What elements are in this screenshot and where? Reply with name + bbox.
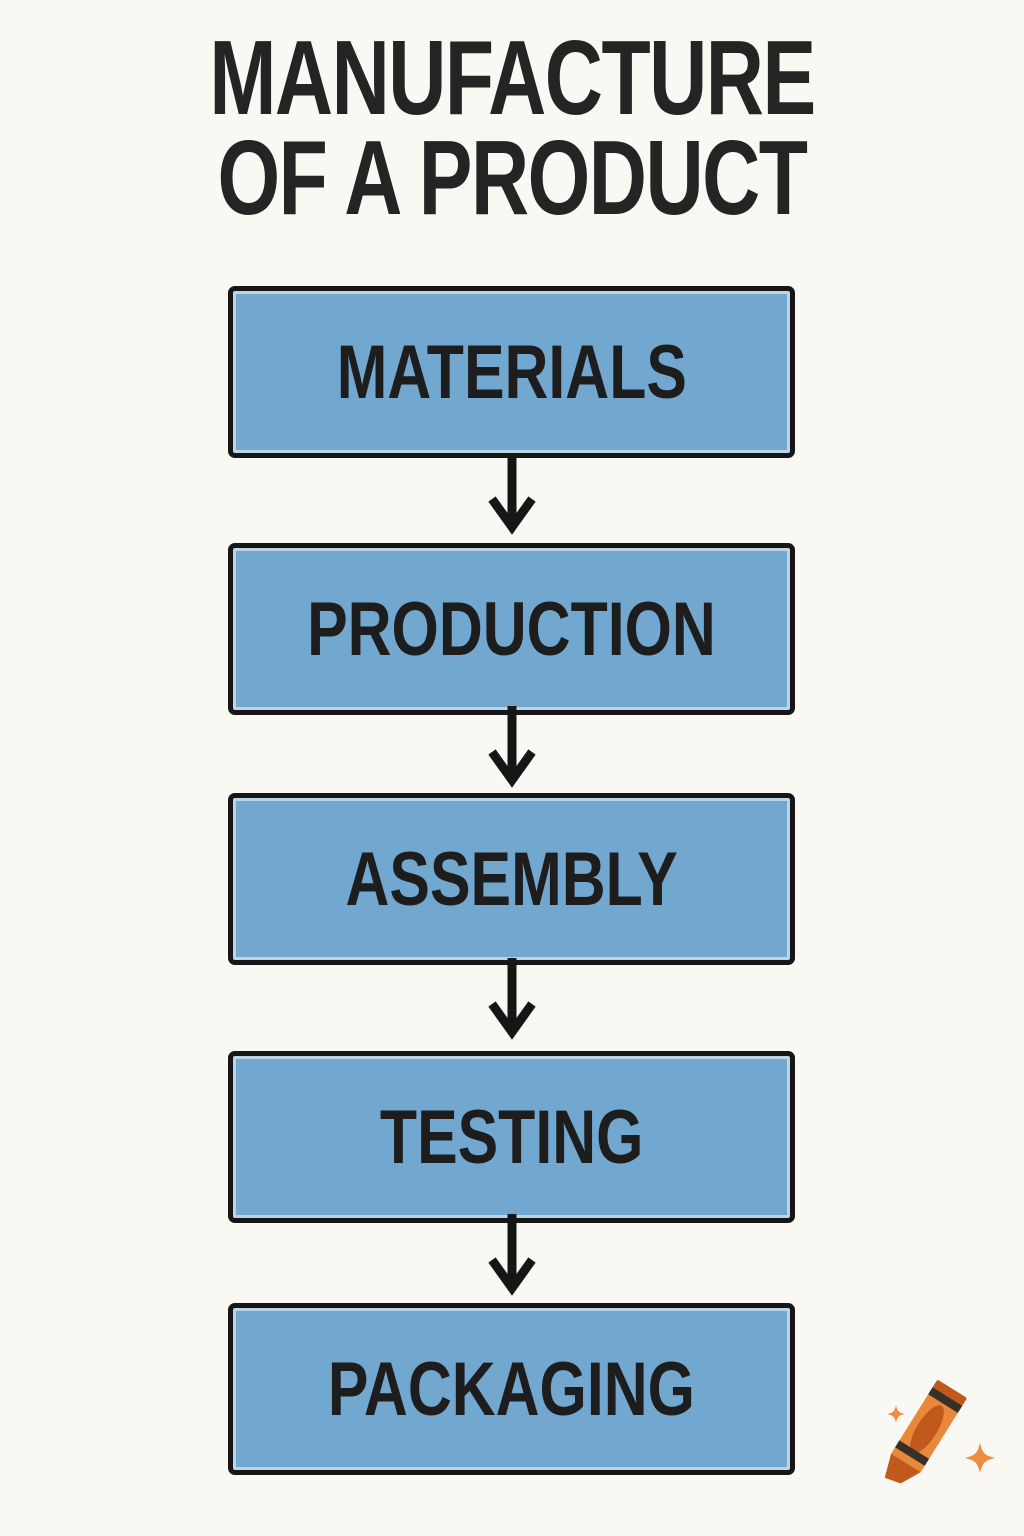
- step-label-testing: TESTING: [379, 1094, 644, 1180]
- step-box-assembly: ASSEMBLY: [228, 793, 795, 965]
- arrow-down-icon: [488, 958, 536, 1040]
- step-label-assembly: ASSEMBLY: [345, 836, 678, 922]
- sparkle-icon: [887, 1405, 905, 1423]
- step-label-packaging: PACKAGING: [327, 1346, 696, 1432]
- arrow-down-icon: [488, 1214, 536, 1296]
- step-box-packaging: PACKAGING: [228, 1303, 795, 1475]
- sparkle-icon: [964, 1442, 996, 1474]
- step-label-materials: MATERIALS: [336, 329, 687, 415]
- arrow-down-icon: [488, 453, 536, 535]
- crayon-icon: [884, 1380, 996, 1484]
- arrow-down-icon: [488, 706, 536, 788]
- step-label-production: PRODUCTION: [307, 586, 716, 672]
- page-title: MANUFACTURE OF A PRODUCT: [0, 19, 1024, 237]
- step-box-testing: TESTING: [228, 1051, 795, 1223]
- title-line-1: MANUFACTURE: [209, 19, 816, 137]
- step-box-materials: MATERIALS: [228, 286, 795, 458]
- step-box-production: PRODUCTION: [228, 543, 795, 715]
- title-line-2: OF A PRODUCT: [217, 119, 808, 237]
- crayon-body: [884, 1380, 967, 1484]
